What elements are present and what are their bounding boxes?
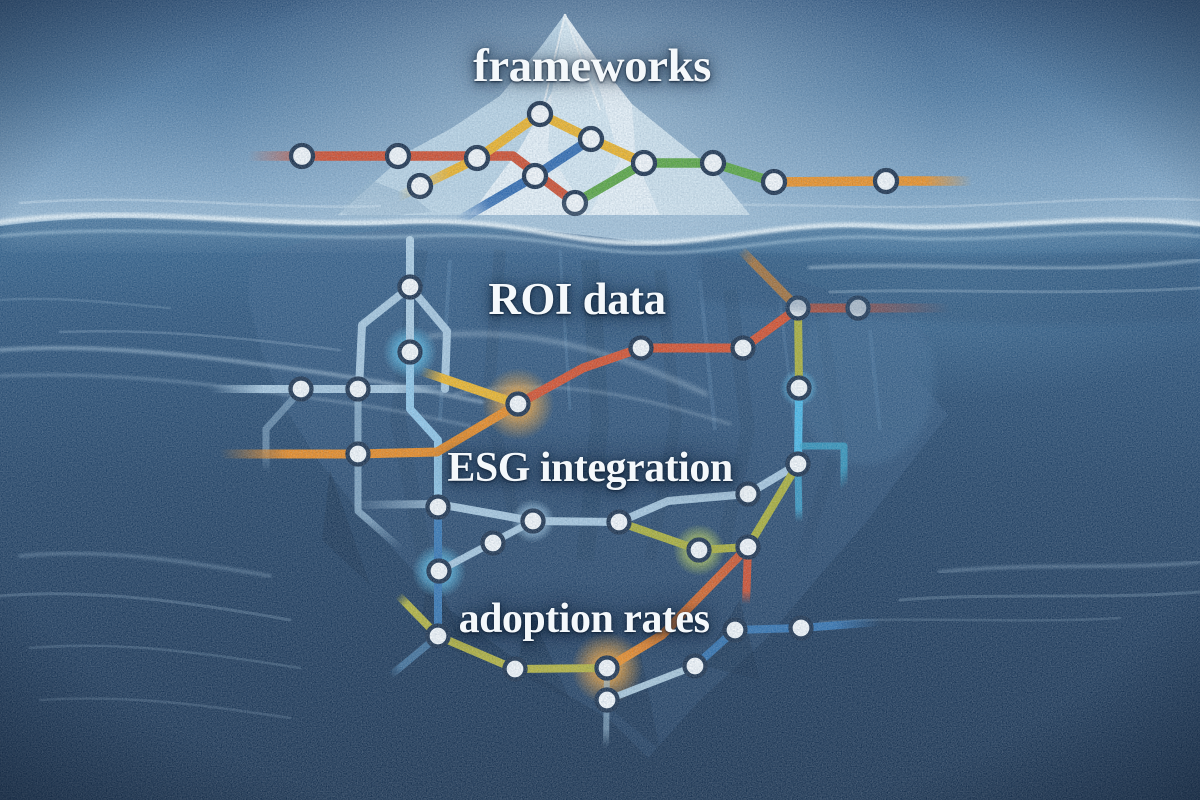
label-esg-integration: ESG integration [447, 445, 733, 491]
label-adoption-rates: adoption rates [458, 596, 710, 642]
label-frameworks: frameworks [473, 40, 711, 92]
label-roi-data: ROI data [488, 274, 666, 324]
